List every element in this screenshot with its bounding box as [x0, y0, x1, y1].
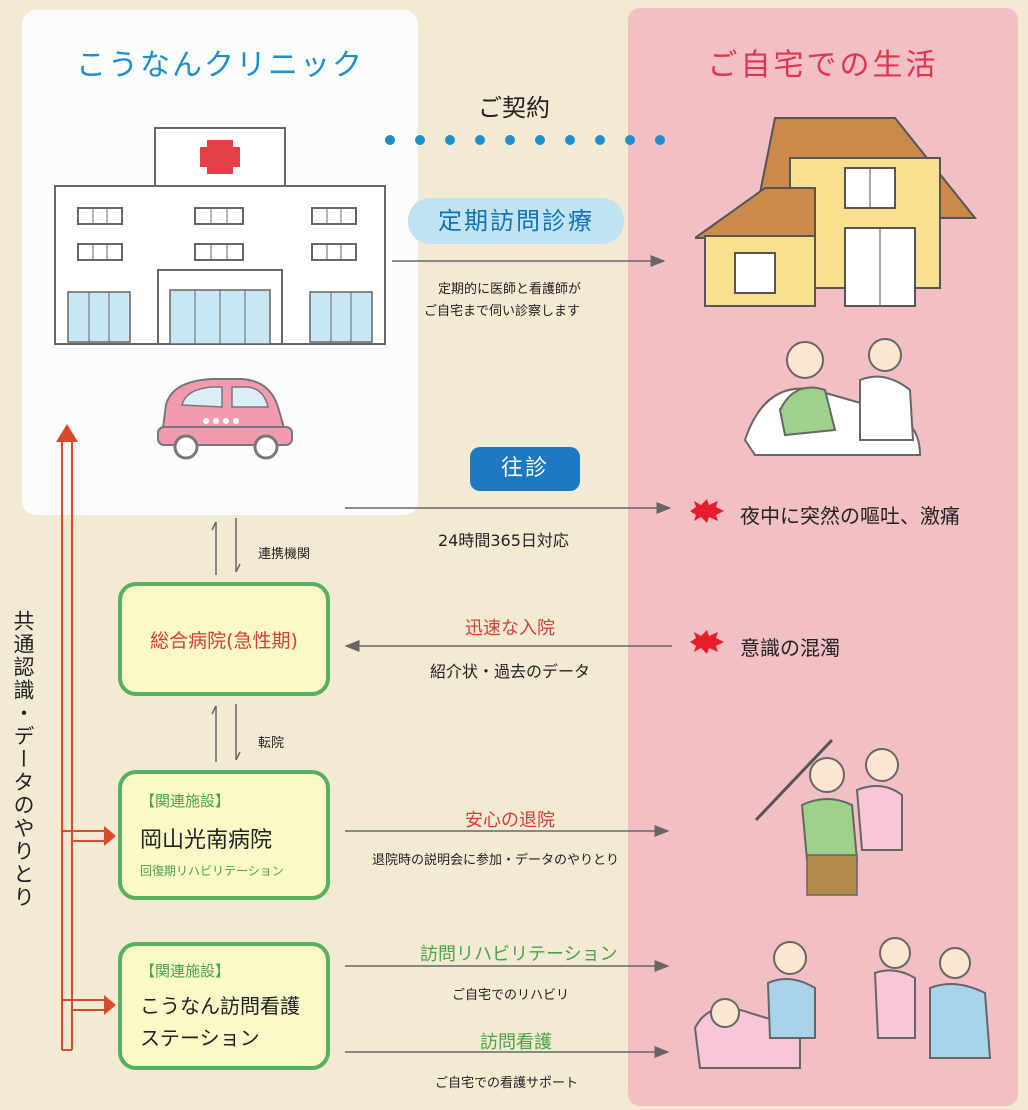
safe-discharge-desc: 退院時の説明会に参加・データのやりとり — [372, 853, 620, 868]
regular-visit-desc-1: 定期的に医師と看護師が — [438, 282, 582, 297]
consciousness-event: 意識の混濁 — [740, 636, 840, 660]
konan-hospital-sub: 回復期リハビリテーション — [140, 864, 284, 878]
clinic-building-illustration — [54, 127, 386, 345]
home-care-illustration — [693, 937, 992, 1069]
regular-visit-badge: 定期訪問診療 — [408, 198, 624, 244]
clinic-title: こうなんクリニック — [76, 48, 364, 83]
home-rehab-label: 訪問リハビリテーション — [420, 944, 618, 965]
safe-discharge-label: 安心の退院 — [465, 810, 555, 831]
home-title: ご自宅での生活 — [707, 48, 939, 83]
alert-burst-icon — [690, 499, 724, 523]
transfer-label: 転院 — [258, 736, 285, 751]
home-nursing-desc: ご自宅での看護サポート — [435, 1076, 579, 1091]
house-call-event: 夜中に突然の嘔吐、激痛 — [740, 504, 960, 528]
doctor-visit-illustration — [743, 338, 922, 456]
rapid-admission-desc: 紹介状・過去のデータ — [430, 662, 591, 681]
coop-label: 連携機関 — [258, 547, 311, 562]
nursing-station-tag: 【関連施設】 — [140, 962, 231, 980]
alert-burst-icon — [690, 630, 724, 654]
nursing-station-name-2: ステーション — [140, 1026, 260, 1050]
house-call-badge: 往診 — [470, 447, 580, 491]
nursing-station-box: 【関連施設】 こうなん訪問看護 ステーション — [118, 942, 330, 1070]
contract-dots — [385, 135, 665, 145]
konan-hospital-box: 【関連施設】 岡山光南病院 回復期リハビリテーション — [118, 770, 330, 900]
house-call-desc: 24時間365日対応 — [438, 531, 569, 550]
nursing-station-name-1: こうなん訪問看護 — [140, 994, 300, 1018]
home-nursing-label: 訪問看護 — [480, 1032, 552, 1053]
regular-visit-desc-2: ご自宅まで伺い診察します — [424, 304, 581, 319]
side-label: 共通認識・データのやりとり — [11, 610, 35, 909]
car-illustration — [157, 378, 293, 460]
rapid-admission-label: 迅速な入院 — [465, 618, 555, 639]
konan-hospital-name: 岡山光南病院 — [140, 828, 273, 853]
contract-label: ご契約 — [478, 94, 550, 122]
house-illustration — [695, 117, 978, 307]
rehab-illustration — [754, 738, 903, 896]
konan-hospital-tag: 【関連施設】 — [140, 792, 231, 810]
home-rehab-desc: ご自宅でのリハビリ — [452, 988, 570, 1003]
general-hospital-box: 総合病院(急性期) — [118, 582, 330, 696]
general-hospital-name: 総合病院(急性期) — [150, 630, 298, 652]
